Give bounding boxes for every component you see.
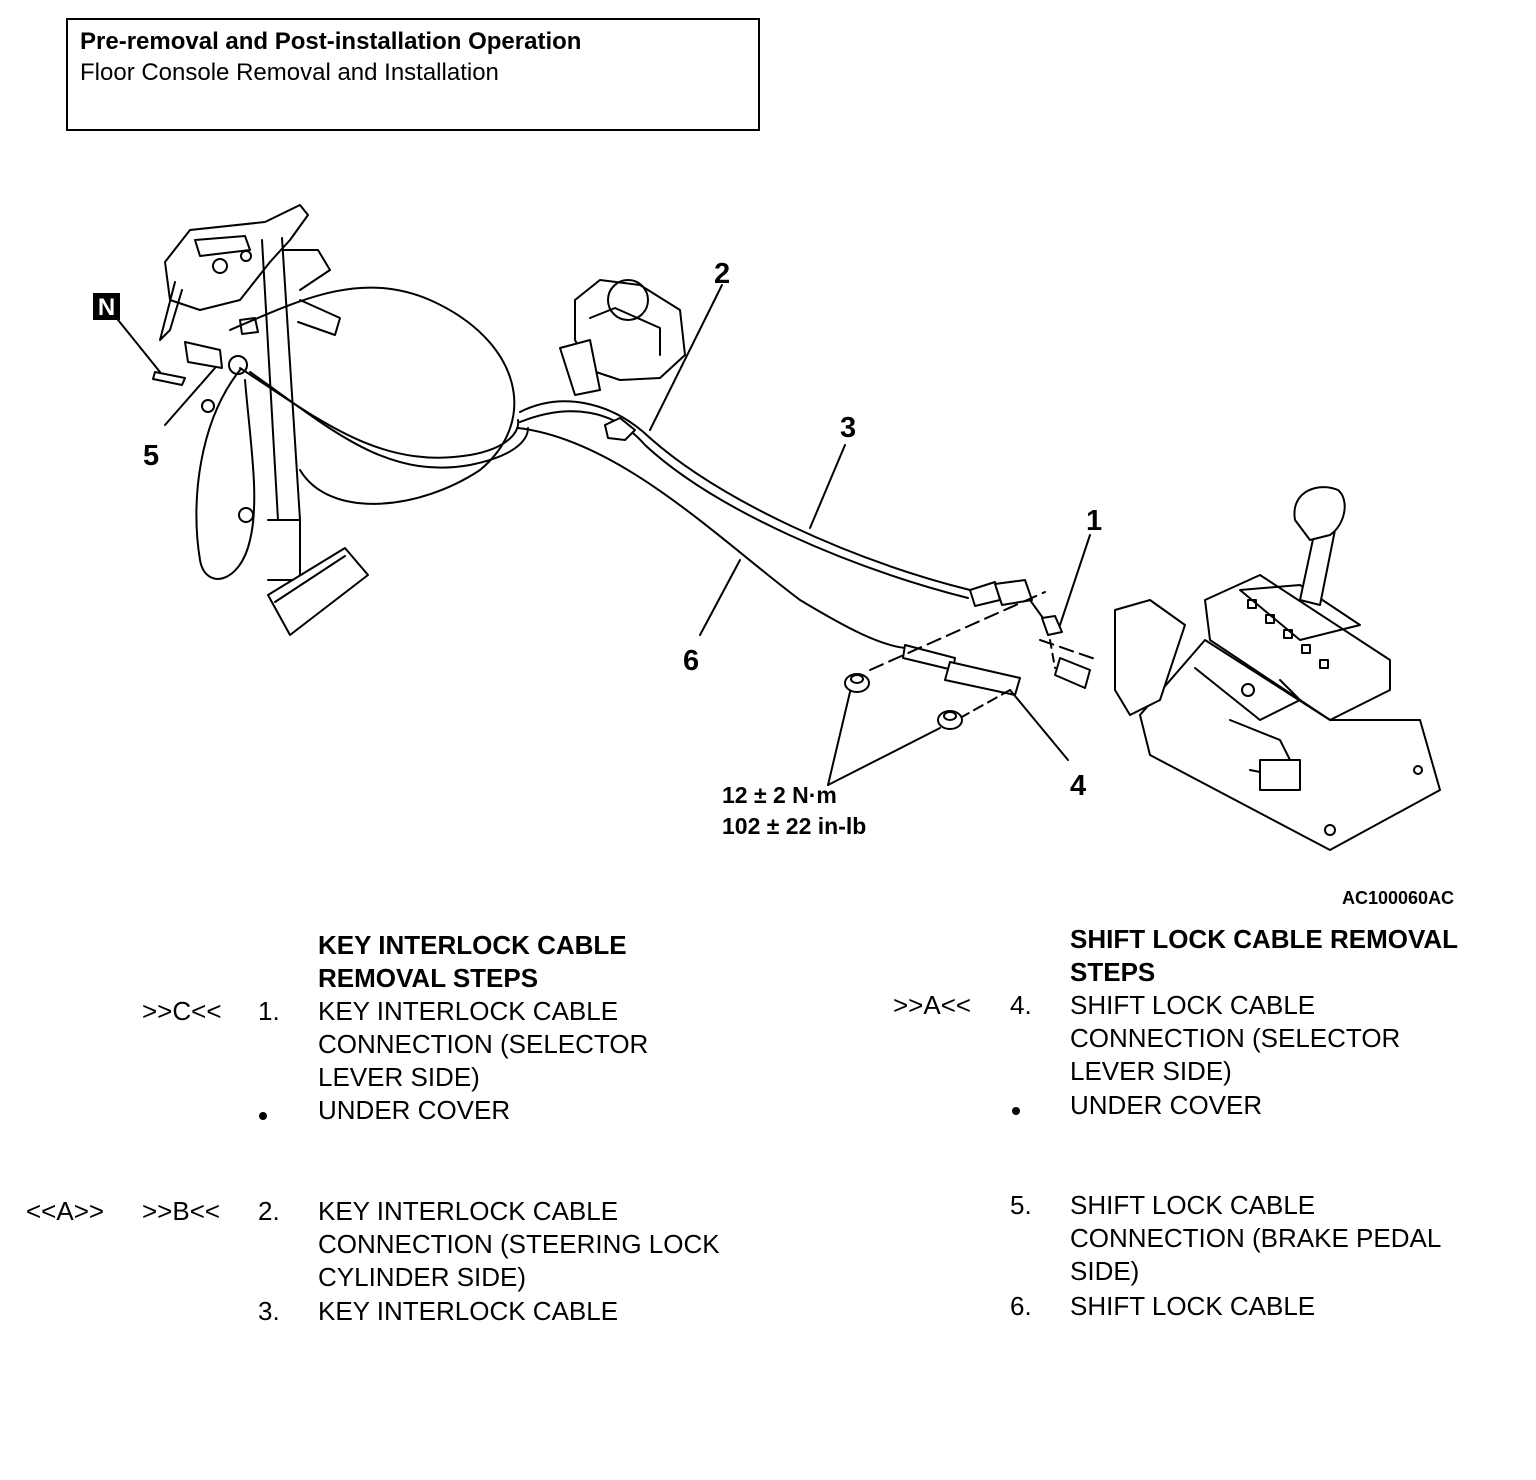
non-reusable-marker — [93, 293, 120, 320]
torque-imperial: 102 ± 22 in-lb — [722, 813, 866, 839]
selector-lever-assembly — [1114, 486, 1441, 851]
step2-ref-a: <<A>> — [26, 1196, 105, 1226]
step4-line1: SHIFT LOCK CABLE — [1070, 990, 1316, 1020]
shift-lock-cable — [517, 427, 906, 649]
operation-note-box — [66, 18, 760, 131]
cable-exploded-diagram: N 1 2 3 4 5 6 12 ± 2 N·m 102 ± 22 in-lb … — [93, 204, 1454, 908]
step6-number: 6. — [1010, 1291, 1032, 1321]
pin-part — [152, 371, 186, 386]
callout-4: 4 — [1070, 770, 1086, 802]
marker-n-label: N — [98, 294, 115, 321]
key-interlock-cable — [519, 400, 971, 591]
mounting-nut — [844, 673, 870, 693]
step5-line3: SIDE) — [1070, 1256, 1140, 1286]
step5-line1: SHIFT LOCK CABLE — [1070, 1190, 1316, 1220]
right-bullet-under-cover: UNDER COVER — [1070, 1090, 1263, 1120]
step4-ref: >>A<< — [893, 990, 972, 1020]
step2-line3: CYLINDER SIDE) — [318, 1262, 527, 1292]
step2-number: 2. — [258, 1196, 280, 1226]
step4-line3: LEVER SIDE) — [1070, 1056, 1232, 1086]
callout-1: 1 — [1086, 505, 1102, 537]
right-heading-line1: SHIFT LOCK CABLE REMOVAL — [1070, 924, 1459, 954]
cable-end-clip — [184, 341, 248, 375]
step2-line1: KEY INTERLOCK CABLE — [318, 1196, 619, 1226]
callout-5: 5 — [143, 440, 159, 472]
step1-ref: >>C<< — [142, 996, 222, 1026]
callout-2: 2 — [714, 258, 730, 290]
step3-line1: KEY INTERLOCK CABLE — [318, 1296, 619, 1326]
step2-ref-b: >>B<< — [142, 1196, 221, 1226]
note-subtitle: Floor Console Removal and Installation — [80, 59, 499, 86]
step4-line2: CONNECTION (SELECTOR — [1070, 1023, 1401, 1053]
left-heading-line1: KEY INTERLOCK CABLE — [318, 930, 627, 960]
step4-number: 4. — [1010, 990, 1032, 1020]
step1-line3: LEVER SIDE) — [318, 1062, 480, 1092]
left-heading-line2: REMOVAL STEPS — [318, 963, 539, 993]
step3-number: 3. — [258, 1296, 280, 1326]
steering-lock-cylinder — [559, 279, 686, 396]
right-heading-line2: STEPS — [1070, 957, 1156, 987]
brake-pedal-pad — [267, 547, 369, 636]
note-title: Pre-removal and Post-installation Operat… — [80, 28, 582, 55]
brake-pedal-bracket — [159, 204, 341, 581]
step5-number: 5. — [1010, 1190, 1032, 1220]
step1-number: 1. — [258, 996, 280, 1026]
step5-line2: CONNECTION (BRAKE PEDAL — [1070, 1223, 1442, 1253]
step2-line2: CONNECTION (STEERING LOCK — [318, 1229, 720, 1259]
callout-6: 6 — [683, 645, 699, 677]
bullet-dot — [1012, 1107, 1020, 1115]
mounting-nut — [937, 710, 963, 730]
step1-line1: KEY INTERLOCK CABLE — [318, 996, 619, 1026]
step1-line2: CONNECTION (SELECTOR — [318, 1029, 649, 1059]
left-bullet-under-cover: UNDER COVER — [318, 1095, 511, 1125]
callout-3: 3 — [840, 412, 856, 444]
bullet-dot — [259, 1112, 267, 1120]
figure-id: AC100060AC — [1342, 888, 1454, 908]
step6-line1: SHIFT LOCK CABLE — [1070, 1291, 1316, 1321]
cable-retaining-clip — [1054, 657, 1091, 689]
torque-metric: 12 ± 2 N·m — [722, 782, 837, 808]
